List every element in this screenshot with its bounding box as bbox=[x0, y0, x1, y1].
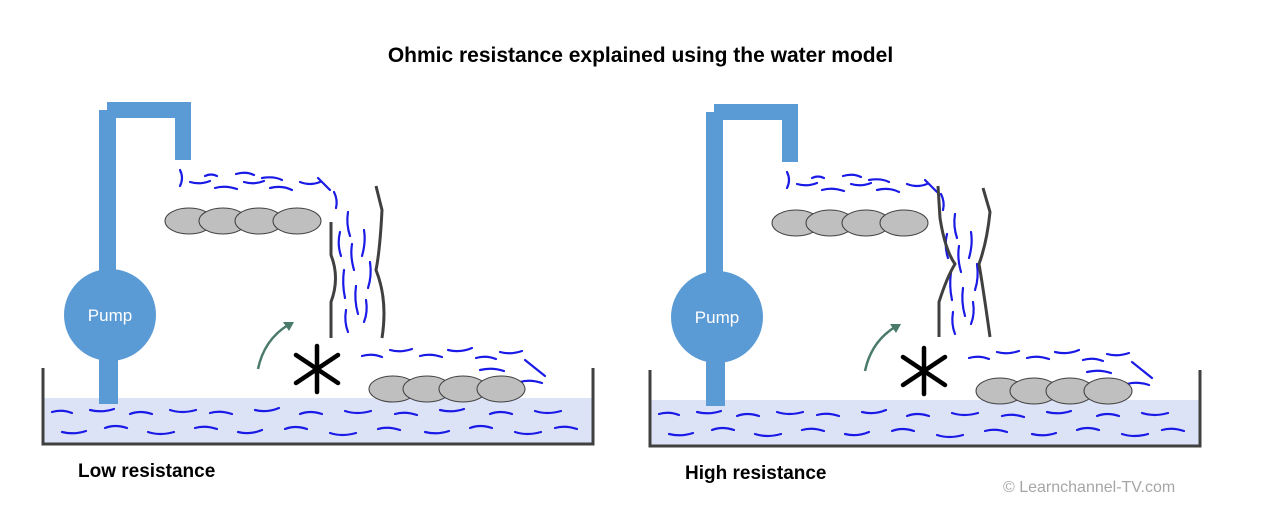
pump-label: Pump bbox=[88, 306, 132, 325]
balls-upper bbox=[771, 209, 929, 237]
balls-upper bbox=[164, 207, 322, 235]
caption-high-resistance: High resistance bbox=[685, 463, 827, 484]
pipe-wall-left bbox=[329, 222, 337, 338]
panel-high-resistance: Pump bbox=[650, 112, 1200, 446]
balls-lower bbox=[368, 375, 526, 403]
pipe-wall-left bbox=[936, 185, 957, 337]
panel-low-resistance: Pump bbox=[43, 110, 593, 444]
copyright-credit: © Learnchannel-TV.com bbox=[1003, 479, 1176, 496]
pipe-wall-right bbox=[374, 185, 386, 339]
caption-low-resistance: Low resistance bbox=[78, 461, 216, 482]
diagram-title: Ohmic resistance explained using the wat… bbox=[387, 44, 894, 67]
pump-label: Pump bbox=[695, 308, 739, 327]
balls-lower bbox=[975, 377, 1133, 405]
pipe-wall-right bbox=[977, 187, 992, 338]
